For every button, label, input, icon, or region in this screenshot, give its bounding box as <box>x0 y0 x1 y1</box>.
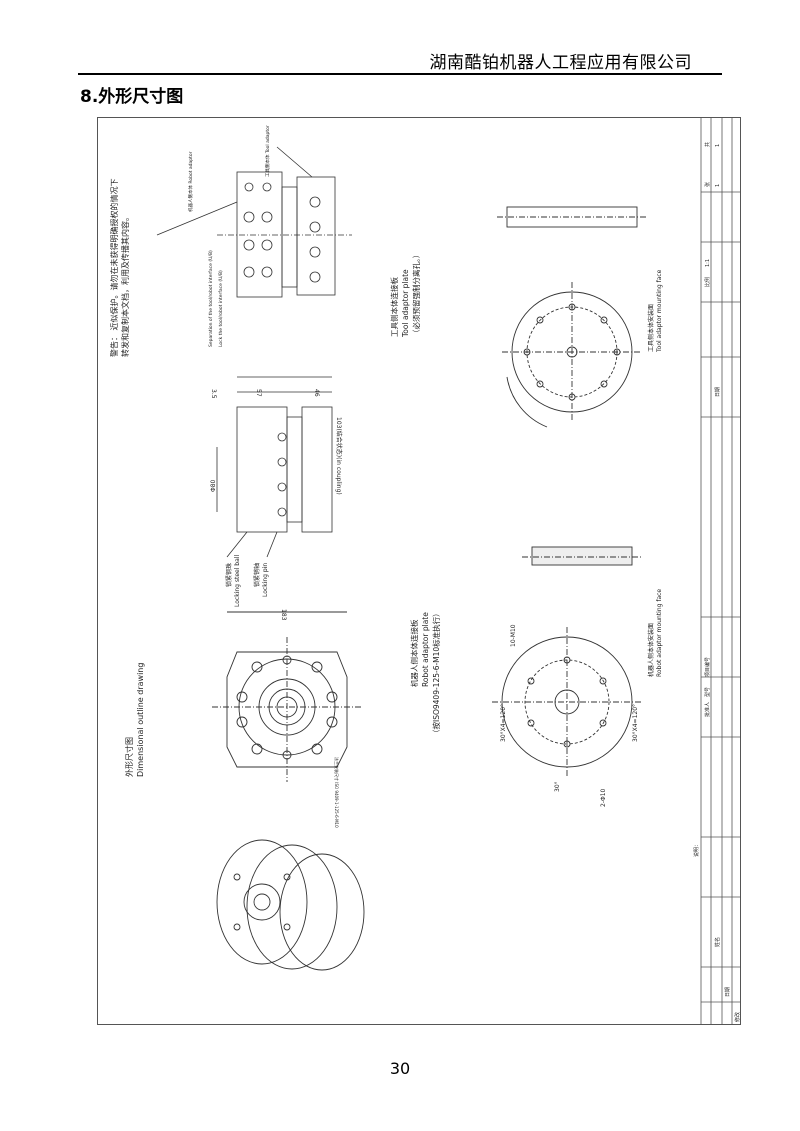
tb-ratio-value: 1:1 <box>705 259 711 267</box>
robot-plate-note: （按ISO9409-125-6-M10标准执行） <box>431 609 441 737</box>
warning-line2: 转发和复制本文档，利用及传播其内容。 <box>120 213 130 357</box>
robot-plate-cn: 机器人侧本体连接板 <box>409 619 419 687</box>
dim-2phi10: 2-Φ10 <box>600 788 607 807</box>
dim-35: 3.5 <box>210 389 217 399</box>
robot-mount-en: Robot adaptor mounting face <box>656 589 663 677</box>
tb-ratio-label: 比例 <box>704 277 711 287</box>
isometric-view <box>216 839 365 971</box>
dim-30: 30° <box>554 781 561 792</box>
tb-total-value: 1 <box>715 144 721 147</box>
warning: 警告： 近似保护。请勿在未获得明确授权的情况下 转发和复制本文档，利用及传播其内… <box>109 178 130 357</box>
tb-approve: 批准人 <box>704 702 711 717</box>
dim-30x4-b: 30°X4=120° <box>632 704 639 742</box>
tool-plate-note: （必须预留强制分离孔。） <box>411 251 421 337</box>
tool-plate-cn: 工具侧本体连接板 <box>389 277 399 337</box>
company-name: 湖南酷铂机器人工程应用有限公司 <box>429 53 692 73</box>
outline-en: Dimensional outline drawing <box>136 663 145 777</box>
tb-date-2: 日期 <box>725 987 731 997</box>
tool-mount-cn: 工具侧本体安装面 <box>647 304 655 352</box>
tb-sheets-label: 张 <box>704 182 711 187</box>
tool-plate-en: Tool adaptor plate <box>401 269 410 338</box>
tb-desc: 说明： <box>693 842 700 857</box>
tb-change: 修改 <box>734 1012 741 1022</box>
tb-model: 型号 <box>704 687 711 697</box>
tb-date: 日期 <box>715 387 721 397</box>
tb-total-label: 共 <box>704 142 711 147</box>
iso-label: 法兰安装尺寸 ISO 9409-1-125-6-M10 <box>334 757 340 828</box>
dim-10m10: 10-M10 <box>510 624 517 647</box>
top-side-view <box>156 146 352 298</box>
tb-sheets-value: 1 <box>715 184 721 187</box>
tool-plate <box>497 206 647 428</box>
title-block <box>700 117 741 1025</box>
robot-adaptor-label: 机器人侧本体 Robot adaptor <box>187 151 194 212</box>
separation-label: Separation of the tool/robot interface (… <box>208 250 214 347</box>
locking-pin-cn: 锁紧销轴 <box>253 563 261 587</box>
tb-name: 姓名 <box>714 937 721 947</box>
front-view <box>212 611 362 782</box>
warning-line1: 警告： 近似保护。请勿在未获得明确授权的情况下 <box>109 178 119 357</box>
tb-code: 项目编号 <box>704 657 711 677</box>
dimensional-drawing: 共 1 张 1 比例 1:1 日期 项目编号 型号 批准人 说明： 姓名 日期 … <box>97 117 741 1025</box>
header-rule <box>78 73 722 75</box>
dim-46: 46 <box>313 389 320 397</box>
tool-adaptor-label: 工具侧本体 Tool adaptor <box>264 125 271 177</box>
middle-side-view <box>216 376 333 558</box>
locking-pin-en: Locking pin <box>262 563 269 597</box>
dim-57: 57 <box>255 389 262 397</box>
locking-ball-en: Locking steel ball <box>234 555 241 607</box>
robot-mount-cn: 机器人侧本体安装面 <box>647 623 655 677</box>
dim-30x4-a: 30°X4=120° <box>500 704 507 742</box>
outline-cn: 外形尺寸图 <box>124 737 134 777</box>
lock-label: Lock the tool/robot interface (U/B) <box>218 270 224 347</box>
dim-183: 183 <box>280 609 287 621</box>
dim-phi80: Φ80 <box>210 479 217 492</box>
robot-plate-en: Robot adaptor plate <box>421 612 430 687</box>
locking-ball-cn: 锁紧钢珠 <box>225 563 233 587</box>
dim-in-coupling: 103(结合状态)(in coupling) <box>335 417 343 495</box>
page-number: 30 <box>389 1059 411 1078</box>
section-title: 8.外形尺寸图 <box>80 87 184 107</box>
tool-mount-en: Tool adaptor mounting face <box>656 269 663 353</box>
drawing-frame <box>97 117 741 1025</box>
robot-plate <box>492 546 642 777</box>
